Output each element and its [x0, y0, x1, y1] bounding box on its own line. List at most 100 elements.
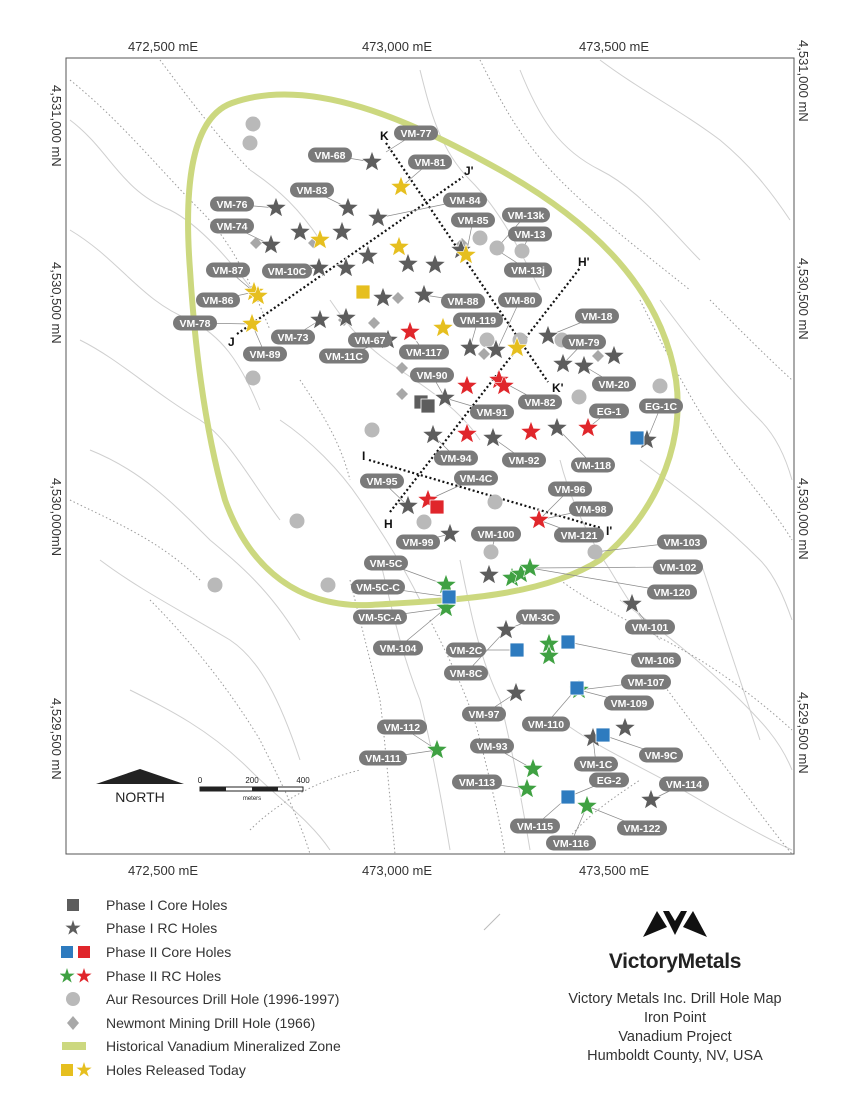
legend-label: Historical Vanadium Mineralized Zone — [106, 1038, 341, 1055]
hole-id: VM-4C — [460, 473, 493, 485]
aur-hole-icon — [587, 544, 603, 560]
drill-hole-label: VM-117 — [399, 344, 449, 360]
label-pill — [504, 262, 552, 278]
label-pill — [562, 334, 606, 350]
hole-id: VM-81 — [415, 157, 446, 169]
aur-hole-icon — [514, 243, 530, 259]
legend-label: Newmont Mining Drill Hole (1966) — [106, 1014, 316, 1031]
caption-line-4: Humboldt County, NV, USA — [587, 1048, 763, 1064]
phase1-core-icon — [67, 898, 79, 911]
label-pill — [360, 473, 404, 489]
north-arrow-icon — [96, 769, 184, 784]
drill-hole-star-icon — [396, 252, 420, 274]
label-pill — [373, 640, 423, 656]
drill-hole-star-icon — [639, 788, 663, 810]
legend-item: Phase II RC Holes — [60, 964, 480, 988]
drill-hole-label: VM-102 — [653, 559, 703, 575]
drill-hole-label: VM-5C-C — [351, 579, 405, 595]
hole-id: VM-109 — [611, 698, 648, 710]
hole-id: VM-10C — [268, 266, 307, 278]
drill-hole-star-icon — [264, 196, 288, 218]
hole-id: VM-90 — [417, 370, 448, 382]
hole-id: EG-1C — [645, 401, 678, 413]
label-pill — [452, 774, 502, 790]
section-h-start: H — [384, 517, 393, 531]
hole-id: VM-1C — [580, 759, 613, 771]
drill-hole-star-icon — [576, 416, 600, 438]
caption-line-2: Iron Point — [643, 1010, 707, 1026]
newmont-hole-icon — [392, 292, 404, 304]
newmont-hole-icon — [396, 362, 408, 374]
drill-hole-square-icon — [560, 789, 576, 805]
hole-id: VM-73 — [278, 332, 309, 344]
aur-hole-icon — [66, 992, 80, 1007]
drill-hole-label: VM-78 — [173, 315, 217, 331]
page-mark — [483, 913, 501, 931]
drill-hole-star-icon — [334, 256, 358, 278]
hole-id: VM-96 — [555, 484, 586, 496]
drill-hole-label: VM-120 — [647, 584, 697, 600]
drill-hole-star-icon — [545, 416, 569, 438]
label-pill — [498, 292, 542, 308]
hole-id: VM-3C — [522, 612, 555, 624]
x-tick-bottom-3: 473,500 mE — [579, 863, 649, 878]
section-j-start: J — [228, 335, 235, 349]
drill-hole-label: VM-11C — [319, 348, 369, 364]
drill-hole-label: VM-1C — [574, 756, 618, 772]
drill-hole-star-icon — [434, 573, 458, 595]
drill-hole-label: VM-97 — [462, 706, 506, 722]
hole-id: VM-120 — [654, 587, 691, 599]
drill-hole-star-icon — [423, 253, 447, 275]
drill-hole-star-icon — [504, 681, 528, 703]
hole-id: VM-5C-A — [358, 612, 402, 624]
hole-id: VM-94 — [441, 453, 472, 465]
hole-id: VM-79 — [569, 337, 600, 349]
hole-id: VM-104 — [380, 643, 417, 655]
hole-id: VM-112 — [384, 722, 420, 734]
drill-hole-label: VM-67 — [348, 332, 392, 348]
drill-hole-star-icon — [387, 235, 411, 257]
aur-hole-icon — [364, 422, 380, 438]
drill-hole-label: VM-92 — [502, 452, 546, 468]
label-pill — [631, 652, 681, 668]
label-pill — [446, 642, 486, 658]
label-pill — [653, 559, 703, 575]
legend-label: Phase II Core Holes — [106, 943, 232, 960]
drill-hole-label: EG-1C — [639, 398, 683, 414]
drill-hole-star-icon — [551, 352, 575, 374]
label-pill — [348, 332, 392, 348]
map-caption: Victory Metals Inc. Drill Hole Map Iron … — [540, 990, 810, 1066]
drill-hole-star-icon — [519, 420, 543, 442]
aur-hole-icon — [483, 544, 499, 560]
drill-hole-star-icon — [356, 244, 380, 266]
hole-id: VM-9C — [645, 750, 678, 762]
section-lines — [236, 142, 602, 530]
drill-hole-label: VM-80 — [498, 292, 542, 308]
x-tick-bottom-1: 472,500 mE — [128, 863, 198, 878]
label-pill — [173, 315, 217, 331]
y-tick-right-4: 4,529,500 mN — [796, 692, 811, 774]
mineralized-zone-icon — [62, 1042, 86, 1051]
label-pill — [546, 835, 596, 851]
label-pill — [399, 344, 449, 360]
drill-hole-star-icon — [396, 494, 420, 516]
drill-hole-label: VM-4C — [454, 470, 498, 486]
y-tick-left-1: 4,531,000 mN — [49, 85, 64, 167]
label-pill — [210, 218, 254, 234]
drill-hole-star-icon — [518, 556, 542, 578]
section-i-end: I' — [606, 524, 612, 538]
hole-id: VM-18 — [582, 311, 613, 323]
drill-hole-star-icon — [308, 228, 332, 250]
hole-id: VM-20 — [599, 379, 630, 391]
x-tick-top-3: 473,500 mE — [579, 39, 649, 54]
drill-hole-star-icon — [458, 336, 482, 358]
hole-id: VM-101 — [632, 622, 669, 634]
drill-hole-star-icon — [481, 426, 505, 448]
section-i-start: I — [362, 449, 365, 463]
title-block: VictoryMetals Victory Metals Inc. Drill … — [540, 905, 810, 1066]
hole-id: VM-68 — [315, 150, 346, 162]
section-letters: K K' J J' H H' I I' — [228, 129, 612, 538]
aur-hole-icon — [652, 378, 668, 394]
legend-item: Newmont Mining Drill Hole (1966) — [60, 1011, 480, 1035]
drill-hole-label: VM-10C — [262, 263, 312, 279]
